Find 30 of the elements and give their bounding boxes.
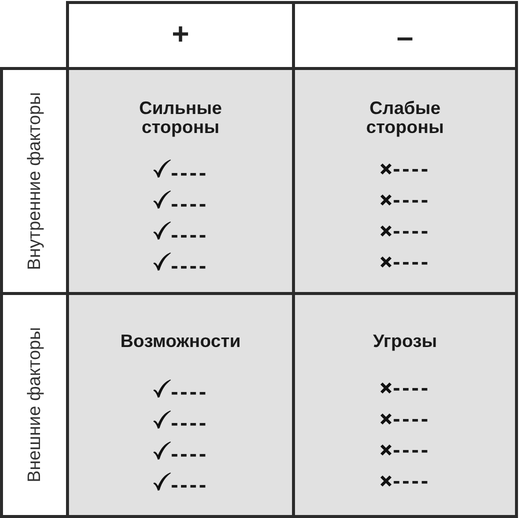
quadrant-cell — [66, 67, 295, 295]
quadrant-title: Сильные стороны — [138, 99, 223, 137]
placeholder-dashes: ---- — [170, 414, 208, 432]
placeholder-dashes: ---- — [170, 383, 208, 401]
quadrant-title: Возможности — [120, 332, 241, 350]
quadrant-cell — [292, 292, 518, 518]
placeholder-dashes: ---- — [170, 226, 208, 244]
row-header-cell — [0, 292, 69, 518]
placeholder-dashes: ---- — [170, 445, 208, 463]
placeholder-dashes: ---- — [392, 190, 430, 208]
quadrant-title: Слабые стороны — [365, 99, 445, 137]
placeholder-dashes: ---- — [392, 222, 430, 240]
row-heading: Внутренние факторы — [24, 92, 44, 270]
placeholder-dashes: ---- — [392, 379, 430, 397]
placeholder-dashes: ---- — [392, 441, 430, 459]
row-heading: Внешние факторы — [24, 327, 44, 483]
column-heading: + — [172, 20, 190, 50]
quadrant-title: Угрозы — [372, 332, 438, 350]
quadrant-cell — [292, 67, 518, 295]
row-header-cell — [0, 67, 69, 295]
placeholder-dashes: ---- — [170, 194, 208, 212]
quadrant-cell — [66, 292, 295, 518]
placeholder-dashes: ---- — [170, 256, 208, 274]
placeholder-dashes: ---- — [392, 160, 430, 178]
column-heading: – — [396, 23, 414, 53]
placeholder-dashes: ---- — [170, 476, 208, 494]
placeholder-dashes: ---- — [392, 252, 430, 270]
placeholder-dashes: ---- — [170, 164, 208, 182]
placeholder-dashes: ---- — [392, 472, 430, 490]
placeholder-dashes: ---- — [392, 410, 430, 428]
